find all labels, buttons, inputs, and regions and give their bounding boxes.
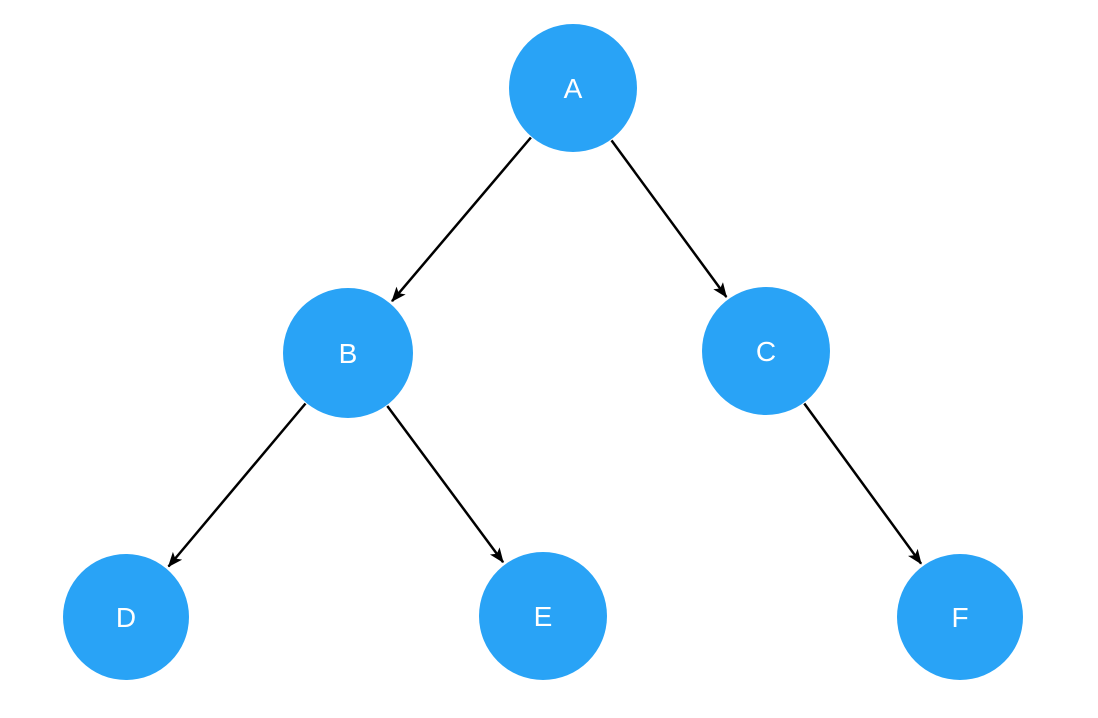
tree-node-D: D [63,554,189,680]
node-C-label: C [756,336,776,367]
edge-C-F [803,402,923,565]
edge-B-D [167,402,307,568]
edge-A-B [391,136,532,303]
edge-A-C [610,139,728,298]
tree-node-F: F [897,554,1023,680]
node-A-label: A [564,73,583,104]
node-F-label: F [951,602,968,633]
tree-node-E: E [479,552,607,680]
node-E-circle [479,552,607,680]
node-B-circle [283,288,413,418]
edge-B-E [386,405,505,564]
node-E-label: E [534,601,553,632]
node-F-circle [897,554,1023,680]
tree-node-A: A [509,24,637,152]
node-C-circle [702,287,830,415]
tree-node-B: B [283,288,413,418]
node-A-circle [509,24,637,152]
tree-node-C: C [702,287,830,415]
node-B-label: B [339,338,358,369]
node-D-label: D [116,602,136,633]
node-D-circle [63,554,189,680]
